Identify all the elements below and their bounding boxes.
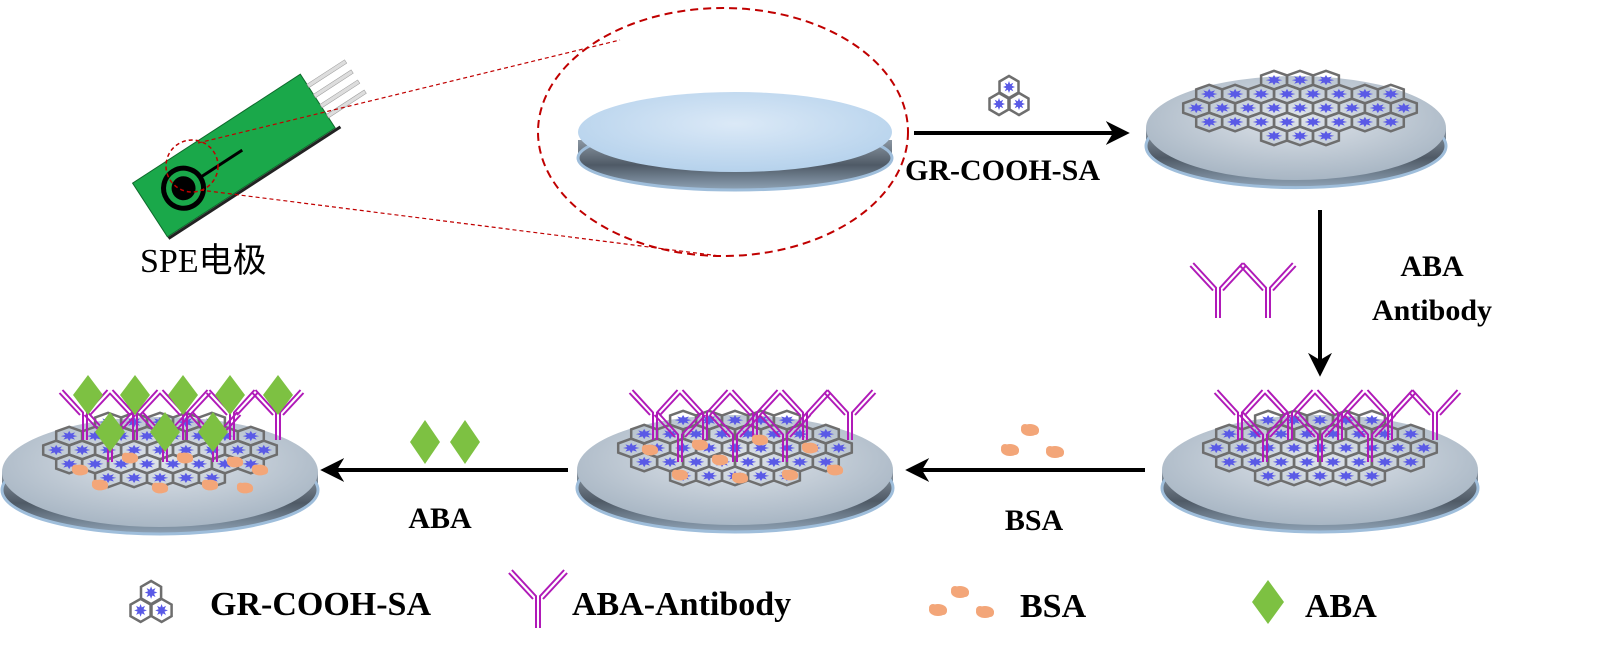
bsa-mark: [751, 434, 769, 446]
electrode-disk-aba: [0, 375, 320, 536]
bsa-mark: [691, 439, 709, 451]
legend-label-gr: GR-COOH-SA: [210, 586, 431, 623]
gr-hexagon: [1376, 111, 1406, 133]
antibody-mark: [1239, 262, 1297, 318]
antibody-icon: [508, 569, 568, 628]
zoom-line-bottom: [199, 189, 721, 257]
aba-mark: [120, 375, 150, 415]
antibody-mark: [653, 411, 707, 462]
aba-mark: [150, 412, 180, 452]
bsa-mark: [236, 482, 254, 494]
aba-mark: [450, 420, 480, 464]
bsa-mark: [1001, 444, 1019, 456]
bsa-step-icons: [1001, 424, 1064, 458]
bsa-mark: [671, 469, 689, 481]
bsa-mark: [71, 464, 89, 476]
gr-cooh-sa-icon: [129, 579, 173, 624]
antibody-mark: [1408, 389, 1462, 440]
gr-hexagon: [811, 451, 841, 473]
step4-label: ABA: [408, 502, 472, 535]
bsa-mark: [951, 586, 969, 598]
bsa-mark: [976, 606, 994, 618]
aba-icon: [1252, 580, 1284, 624]
aba-mark: [73, 375, 103, 415]
electrode-label: SPE电极: [140, 242, 267, 280]
aba-mark: [215, 375, 245, 415]
legend-label-bsa: BSA: [1020, 588, 1087, 625]
antibody-mark: [678, 389, 732, 440]
aba-mark: [410, 420, 440, 464]
legend: GR-COOH-SA ABA-Antibody BSA ABA: [129, 569, 1377, 628]
antibody-mark: [758, 411, 812, 462]
antibody-mark: [1293, 411, 1347, 462]
bsa-mark: [251, 464, 269, 476]
bsa-icon: [929, 586, 994, 618]
antibody-mark: [823, 389, 877, 440]
legend-label-aba: ABA: [1305, 588, 1377, 625]
aba-mark: [198, 412, 228, 452]
gr-hexagon: [139, 579, 163, 606]
bsa-mark: [801, 442, 819, 454]
antibody-mark: [1189, 262, 1247, 318]
bsa-mark: [641, 444, 659, 456]
gr-hexagon: [1311, 125, 1341, 147]
step3-label: BSA: [1005, 504, 1064, 537]
aba-mark: [168, 375, 198, 415]
antibody-step-icons: [1189, 262, 1297, 318]
aba-mark: [1252, 580, 1284, 624]
bsa-mark: [929, 604, 947, 616]
antibody-mark: [708, 411, 762, 462]
bsa-mark: [91, 479, 109, 491]
electrode-disk-bsa: [575, 389, 895, 534]
gr-hexagon: [1396, 451, 1426, 473]
aba-mark: [263, 375, 293, 415]
gr-hexagon: [998, 74, 1020, 100]
electrode-disk-bare: [576, 92, 894, 192]
antibody-mark: [251, 389, 305, 440]
bsa-mark: [731, 472, 749, 484]
bsa-mark: [121, 452, 139, 464]
step2-label-line1: ABA: [1400, 250, 1464, 283]
zoom-line-top: [197, 39, 621, 144]
bsa-mark: [201, 479, 219, 491]
spe-electrode: [131, 59, 367, 240]
antibody-mark: [1238, 411, 1292, 462]
aba-step-icons: [410, 420, 480, 464]
antibody-mark: [508, 569, 568, 628]
bsa-mark: [226, 456, 244, 468]
bsa-mark: [826, 464, 844, 476]
antibody-mark: [1343, 411, 1397, 462]
aba-mark: [95, 412, 125, 452]
step2-label-line2: Antibody: [1372, 294, 1492, 327]
electrode-disk-graphene: [1144, 69, 1448, 190]
zoom-circle: [537, 7, 909, 257]
step1-label: GR-COOH-SA: [905, 154, 1100, 187]
bsa-mark: [1021, 424, 1039, 436]
gr-cooh-sa-step-icon: [988, 74, 1030, 117]
bsa-mark: [151, 482, 169, 494]
bsa-mark: [176, 452, 194, 464]
legend-label-antibody: ABA-Antibody: [572, 586, 791, 623]
bsa-mark: [781, 469, 799, 481]
electrode-disk-antibody: [1160, 389, 1480, 534]
gr-hexagon: [1357, 465, 1387, 487]
bsa-mark: [711, 454, 729, 466]
antibody-mark: [1363, 389, 1417, 440]
bsa-mark: [1046, 446, 1064, 458]
